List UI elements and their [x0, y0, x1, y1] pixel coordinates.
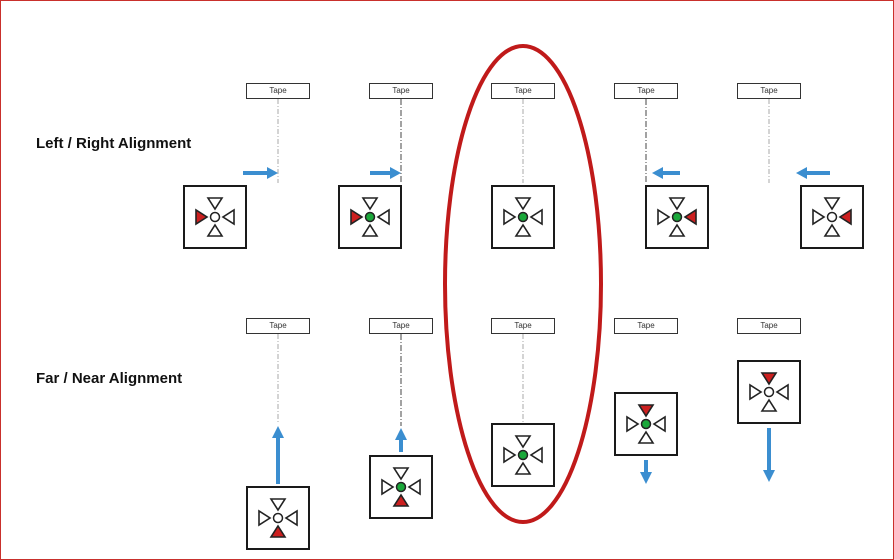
tape-label: Tape: [737, 318, 801, 334]
tape-label: Tape: [737, 83, 801, 99]
triangle-icon: [626, 415, 640, 433]
center-dot-aligned-icon: [640, 418, 652, 430]
tape-label: Tape: [491, 318, 555, 334]
triangle-icon: [529, 446, 543, 464]
triangle-icon: [503, 208, 517, 226]
triangle-icon: [637, 430, 655, 444]
triangle-icon: [514, 223, 532, 237]
active-triangle-icon: [195, 208, 209, 226]
center-dot-icon: [763, 386, 775, 398]
triangle-icon: [652, 415, 666, 433]
tape-label: Tape: [614, 83, 678, 99]
alignment-indicator-icon: [614, 392, 678, 456]
triangle-icon: [668, 223, 686, 237]
triangle-icon: [823, 223, 841, 237]
row-label-left-right: Left / Right Alignment: [36, 135, 192, 152]
center-dot-icon: [826, 211, 838, 223]
active-triangle-icon: [269, 524, 287, 538]
center-dot-aligned-icon: [517, 449, 529, 461]
arrow-left-icon: [796, 167, 807, 179]
tape-label: Tape: [369, 83, 433, 99]
tape-label: Tape: [246, 83, 310, 99]
triangle-icon: [361, 223, 379, 237]
triangle-icon: [812, 208, 826, 226]
triangle-icon: [392, 467, 410, 481]
arrow-up-icon: [395, 428, 407, 440]
arrow-down-icon: [763, 470, 775, 482]
center-dot-aligned-icon: [517, 211, 529, 223]
center-dot-aligned-icon: [395, 481, 407, 493]
triangle-icon: [775, 383, 789, 401]
active-triangle-icon: [637, 404, 655, 418]
triangle-icon: [823, 197, 841, 211]
arrow-right-icon: [267, 167, 278, 179]
triangle-icon: [668, 197, 686, 211]
triangle-icon: [284, 509, 298, 527]
arrow-down-icon: [640, 472, 652, 484]
alignment-indicator-icon: [338, 185, 402, 249]
tape-label: Tape: [246, 318, 310, 334]
active-triangle-icon: [760, 372, 778, 386]
active-triangle-icon: [350, 208, 364, 226]
center-dot-icon: [272, 512, 284, 524]
triangle-icon: [514, 461, 532, 475]
triangle-icon: [514, 197, 532, 211]
triangle-icon: [361, 197, 379, 211]
triangle-icon: [657, 208, 671, 226]
center-dot-icon: [209, 211, 221, 223]
triangle-icon: [221, 208, 235, 226]
alignment-indicator-icon: [645, 185, 709, 249]
active-triangle-icon: [683, 208, 697, 226]
tape-label: Tape: [491, 83, 555, 99]
arrow-left-icon: [652, 167, 663, 179]
arrow-right-icon: [390, 167, 401, 179]
triangle-icon: [529, 208, 543, 226]
highlight-ellipse: [443, 44, 603, 524]
tape-label: Tape: [614, 318, 678, 334]
triangle-icon: [206, 197, 224, 211]
triangle-icon: [407, 478, 421, 496]
triangle-icon: [258, 509, 272, 527]
triangle-icon: [381, 478, 395, 496]
center-dot-aligned-icon: [364, 211, 376, 223]
triangle-icon: [749, 383, 763, 401]
triangle-icon: [760, 398, 778, 412]
triangle-icon: [376, 208, 390, 226]
row-label-far-near: Far / Near Alignment: [36, 370, 183, 387]
active-triangle-icon: [392, 493, 410, 507]
alignment-indicator-icon: [800, 185, 864, 249]
triangle-icon: [206, 223, 224, 237]
triangle-icon: [514, 435, 532, 449]
triangle-icon: [503, 446, 517, 464]
center-dot-aligned-icon: [671, 211, 683, 223]
triangle-icon: [269, 498, 287, 512]
active-triangle-icon: [838, 208, 852, 226]
tape-label: Tape: [369, 318, 433, 334]
arrow-up-icon: [272, 426, 284, 438]
